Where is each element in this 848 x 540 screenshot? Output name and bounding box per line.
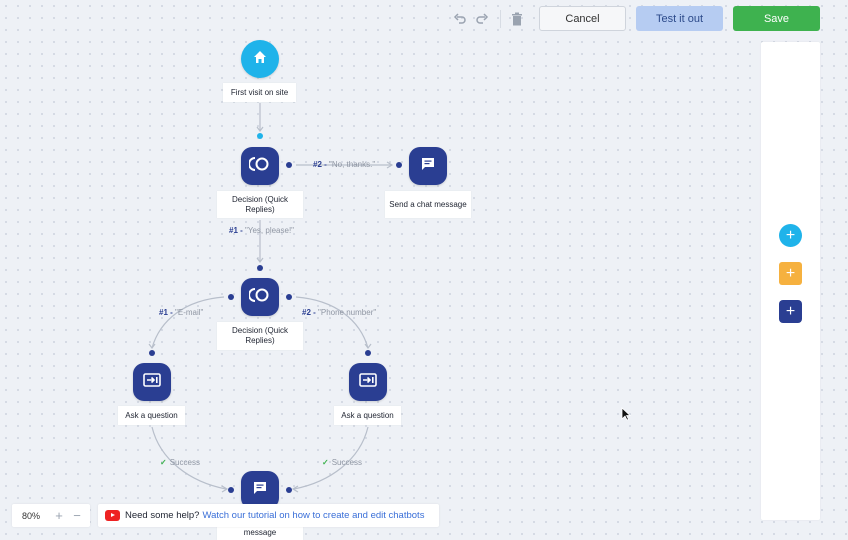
edge-text: "E-mail" [175, 308, 204, 317]
edge-lines [151, 103, 392, 490]
decision-node-2-label[interactable]: Decision (Quick Replies) [217, 322, 303, 350]
edge-number: #1 - [229, 226, 243, 235]
decision-icon [248, 156, 271, 177]
edge-label-no-thanks: #2 - "No, thanks." [313, 160, 375, 169]
send-message-node-bottom[interactable] [241, 471, 279, 509]
edge-text: "Phone number" [318, 308, 377, 317]
send-message-node-top[interactable] [409, 147, 447, 185]
ask-question-node-right[interactable] [349, 363, 387, 401]
flow-connections [148, 103, 402, 493]
edge-label-success-right: ✓Success [322, 458, 362, 467]
ask-question-node-right-label[interactable]: Ask a question [334, 406, 401, 425]
youtube-icon [105, 510, 120, 521]
edge-text: "No, thanks." [329, 160, 376, 169]
help-bar: Need some help? Watch our tutorial on ho… [98, 504, 439, 527]
zoom-in-icon[interactable]: + [55, 508, 63, 523]
send-message-node-top-label[interactable]: Send a chat message [385, 191, 471, 218]
send-message-node-bottom-label[interactable]: message [217, 526, 303, 540]
connection-ports[interactable] [149, 133, 402, 493]
ask-question-icon [143, 372, 161, 393]
zoom-out-icon[interactable]: − [73, 508, 81, 523]
edge-number: #1 - [159, 308, 173, 317]
decision-node-1[interactable] [241, 147, 279, 185]
mouse-cursor-icon [621, 407, 632, 426]
edge-arrows [148, 126, 394, 493]
zoom-controls: 80% + − [12, 504, 90, 527]
chat-message-icon [252, 480, 268, 501]
edge-text: Success [331, 458, 362, 467]
check-icon: ✓ [160, 458, 167, 467]
edge-label-success-left: ✓Success [160, 458, 200, 467]
side-panel: + + + [761, 42, 820, 520]
edge-label-email: #1 - "E-mail" [159, 308, 203, 317]
undo-icon[interactable] [450, 9, 470, 29]
help-text: Need some help? [125, 510, 200, 521]
trash-icon[interactable] [507, 9, 527, 29]
zoom-level: 80% [21, 510, 40, 521]
add-action-button[interactable]: + [779, 300, 802, 323]
save-button[interactable]: Save [733, 6, 820, 31]
add-step-button[interactable]: + [779, 224, 802, 247]
edge-label-yes-please: #1 - "Yes, please!" [229, 226, 294, 235]
tutorial-link[interactable]: Watch our tutorial on how to create and … [202, 510, 425, 521]
decision-node-2[interactable] [241, 278, 279, 316]
plus-icon: + [785, 264, 796, 282]
top-toolbar: Cancel Test it out Save [450, 6, 820, 31]
chat-message-icon [420, 156, 436, 177]
plus-icon: + [785, 226, 796, 244]
decision-node-1-label[interactable]: Decision (Quick Replies) [217, 191, 303, 218]
add-condition-button[interactable]: + [779, 262, 802, 285]
toolbar-divider [500, 9, 501, 28]
edge-label-phone: #2 - "Phone number" [302, 308, 376, 317]
edge-number: #2 - [302, 308, 316, 317]
start-node-label[interactable]: First visit on site [223, 83, 296, 102]
edge-number: #2 - [313, 160, 327, 169]
edge-text: "Yes, please!" [245, 226, 295, 235]
plus-icon: + [785, 302, 796, 320]
check-icon: ✓ [322, 458, 329, 467]
start-node[interactable] [241, 40, 279, 78]
ask-question-icon [359, 372, 377, 393]
decision-icon [248, 287, 271, 308]
cancel-button[interactable]: Cancel [539, 6, 626, 31]
ask-question-node-left-label[interactable]: Ask a question [118, 406, 185, 425]
test-it-out-button[interactable]: Test it out [636, 6, 723, 31]
ask-question-node-left[interactable] [133, 363, 171, 401]
redo-icon[interactable] [472, 9, 492, 29]
home-icon [252, 49, 268, 70]
edge-text: Success [169, 458, 200, 467]
